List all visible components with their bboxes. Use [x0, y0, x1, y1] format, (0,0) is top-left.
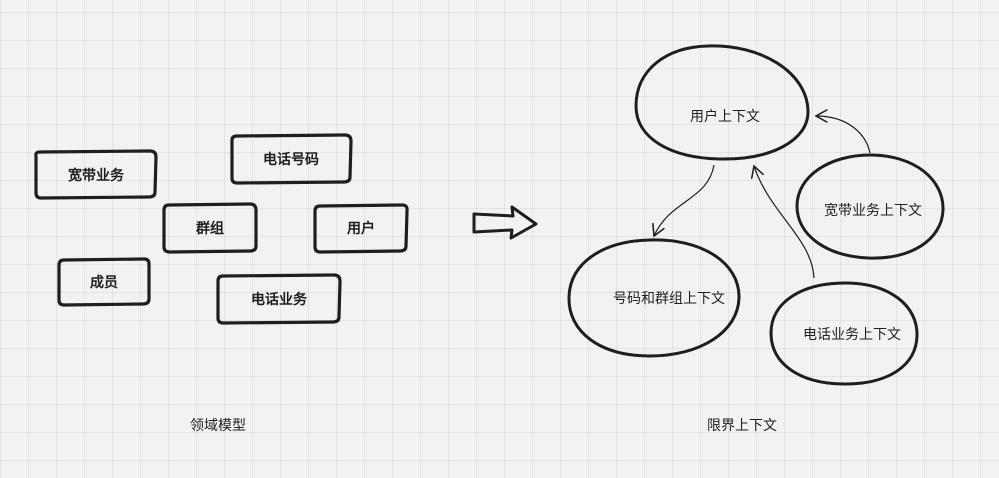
entity-phone-business[interactable]: 电话业务	[216, 273, 342, 325]
context-broadband-label: 宽带业务上下文	[824, 202, 922, 219]
context-number-group[interactable]: 号码和群组上下文	[567, 238, 741, 358]
bounded-contexts-caption: 限界上下文	[707, 418, 777, 434]
context-phone[interactable]: 电话业务上下文	[769, 281, 919, 386]
context-broadband[interactable]: 宽带业务上下文	[795, 153, 945, 260]
context-phone-label: 电话业务上下文	[803, 327, 901, 343]
arrow-phone-to-user	[750, 164, 815, 279]
domain-model-caption: 领域模型	[190, 418, 246, 434]
entity-phone-business-label: 电话业务	[251, 291, 308, 308]
entity-user[interactable]: 用户	[313, 203, 409, 254]
arrow-user-to-number-group	[652, 164, 715, 238]
arrow-broadband-to-user	[814, 109, 871, 154]
entity-phone-number[interactable]: 电话号码	[230, 133, 353, 185]
entity-group-label: 群组	[195, 220, 224, 237]
entity-broadband-business-label: 宽带业务	[68, 167, 125, 184]
context-user[interactable]: 用户上下文	[634, 44, 810, 161]
entity-member[interactable]: 成员	[57, 257, 151, 307]
entity-member-label: 成员	[90, 274, 118, 291]
entity-group[interactable]: 群组	[162, 202, 258, 254]
context-number-group-label: 号码和群组上下文	[613, 291, 725, 307]
transform-arrow-icon	[472, 205, 538, 240]
entity-broadband-business[interactable]: 宽带业务	[34, 149, 158, 200]
entity-user-label: 用户	[347, 220, 375, 237]
entity-phone-number-label: 电话号码	[263, 151, 319, 168]
context-user-label: 用户上下文	[690, 108, 760, 125]
